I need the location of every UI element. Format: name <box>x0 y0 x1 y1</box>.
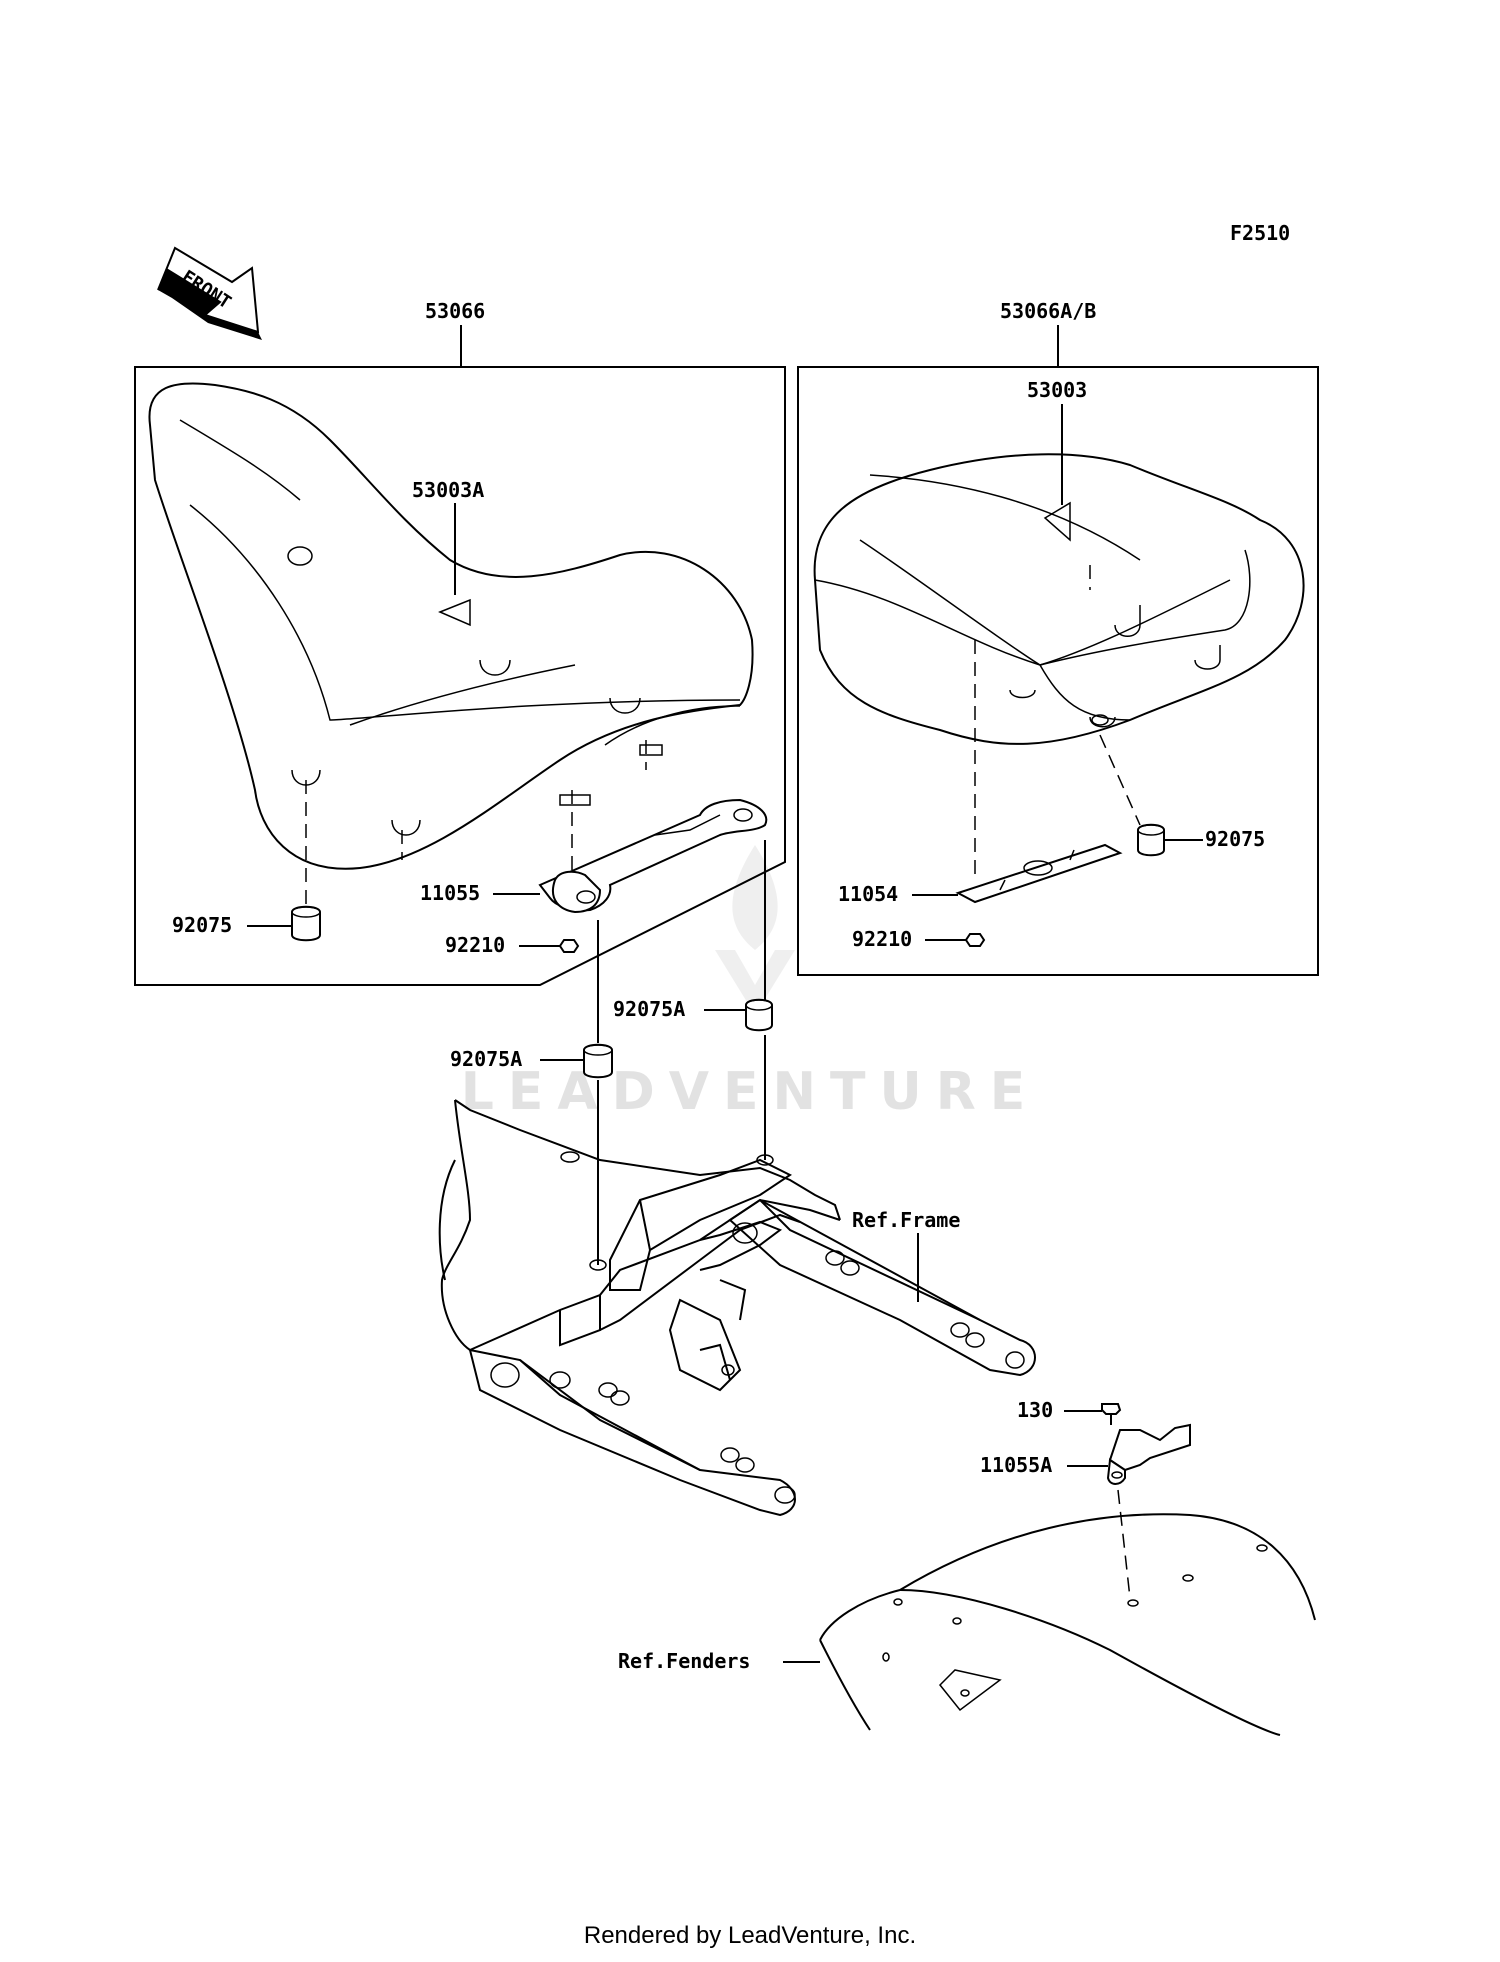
bolt-130 <box>1101 1403 1122 1425</box>
label-53066ab: 53066A/B <box>1000 299 1096 323</box>
grommet-92075a-left <box>583 1043 613 1079</box>
label-53066: 53066 <box>425 299 485 323</box>
footer-credit: Rendered by LeadVenture, Inc. <box>583 1922 917 1949</box>
dual-seat <box>813 453 1305 745</box>
label-92075-left: 92075 <box>172 913 232 937</box>
seat-assembly-53066-box <box>134 325 786 986</box>
bracket-11055a <box>1106 1423 1191 1485</box>
front-arrow-icon: FRONT <box>157 246 262 340</box>
label-92210-right: 92210 <box>852 927 912 951</box>
fender <box>819 1513 1316 1736</box>
label-92075a-right: 92075A <box>613 997 685 1021</box>
label-ref-frame: Ref.Frame <box>852 1208 960 1232</box>
label-130: 130 <box>1017 1398 1053 1422</box>
label-92075a-left: 92075A <box>450 1047 522 1071</box>
label-11055a: 11055A <box>980 1453 1052 1477</box>
solo-seat <box>148 382 754 870</box>
label-ref-fenders: Ref.Fenders <box>618 1649 750 1673</box>
figure-code: F2510 <box>1230 221 1290 245</box>
label-92210-left: 92210 <box>445 933 505 957</box>
grommet-92075a-right <box>745 998 773 1032</box>
frame <box>438 1099 1036 1517</box>
label-11055: 11055 <box>420 881 480 905</box>
label-11054: 11054 <box>838 882 898 906</box>
bracket-11054 <box>955 843 1123 904</box>
bracket-11055 <box>538 798 768 914</box>
grommet-92075-right <box>1137 823 1165 857</box>
label-53003: 53003 <box>1027 378 1087 402</box>
nut-92210-left <box>558 939 580 953</box>
watermark-text: LEADVENTURE <box>460 1062 1040 1122</box>
grommet-92075-left <box>291 905 321 942</box>
nut-92210-right <box>964 933 986 947</box>
seat-assembly-53066ab-box <box>797 325 1319 976</box>
label-53003a: 53003A <box>412 478 484 502</box>
label-92075-right: 92075 <box>1205 827 1265 851</box>
